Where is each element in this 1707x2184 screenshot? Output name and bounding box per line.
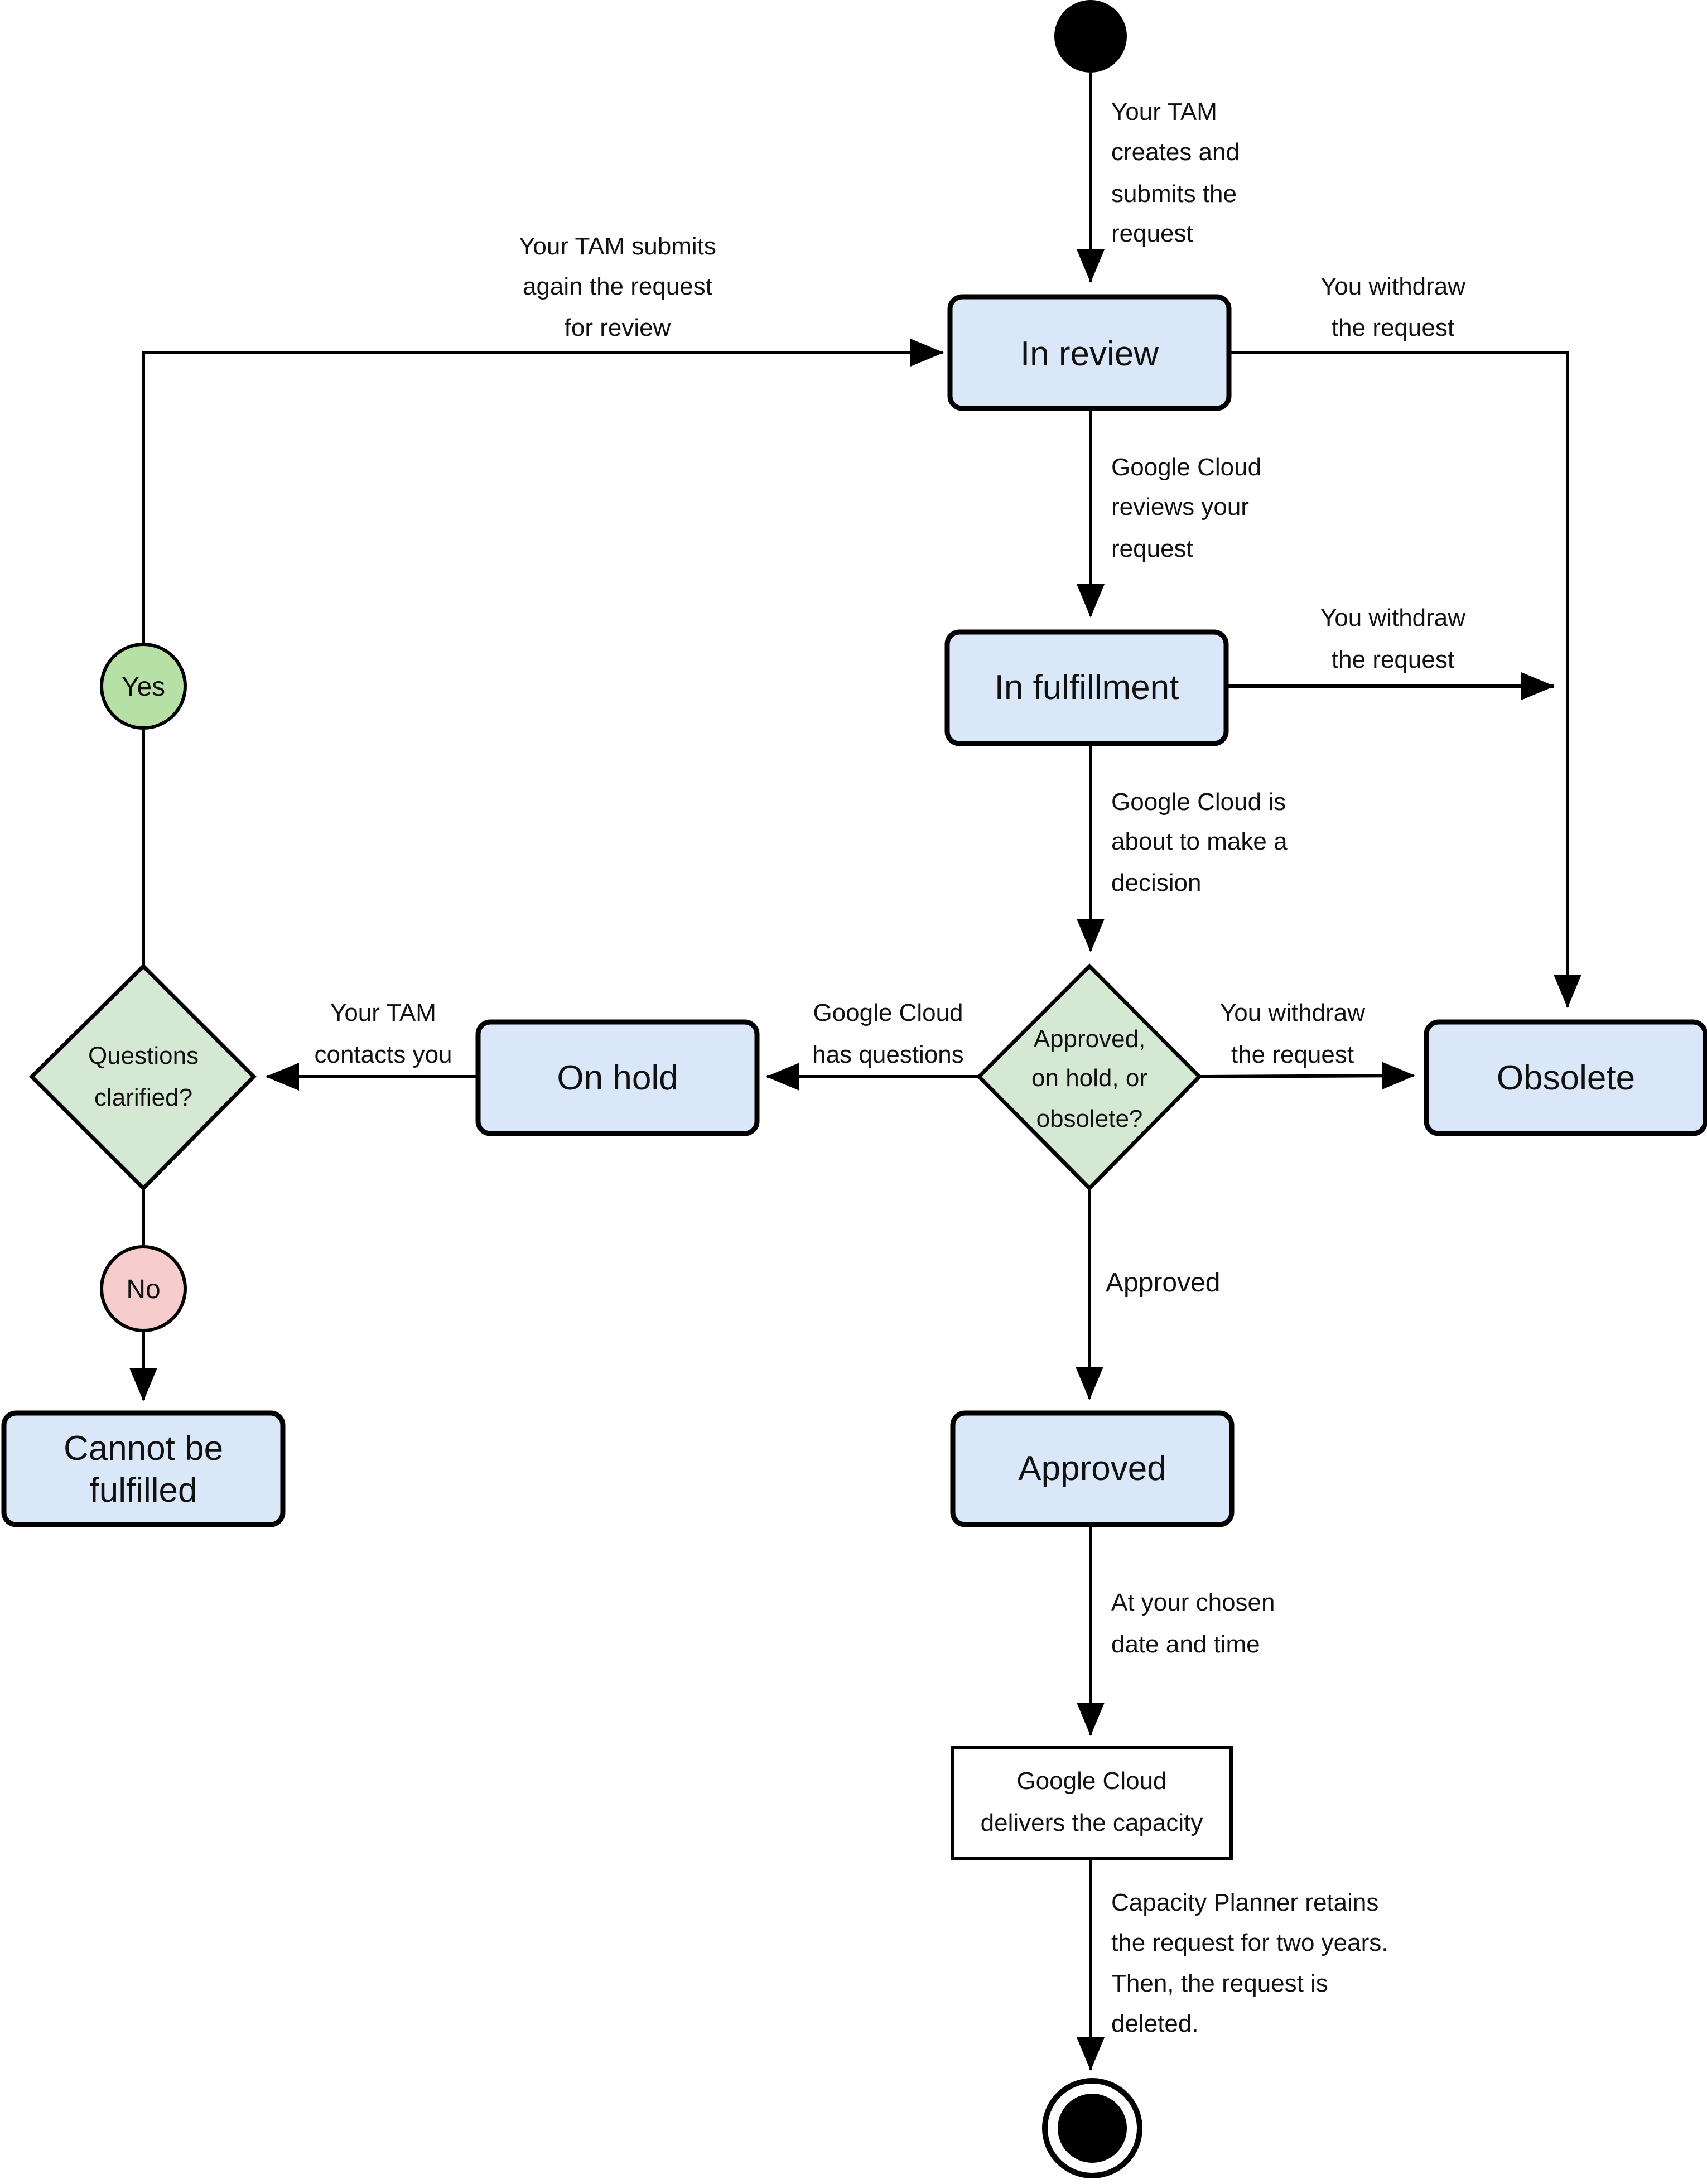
badge-yes-label: Yes [122,672,165,702]
state-cannot-be-fulfilled-line-1: Cannot be [64,1429,223,1468]
label-gc-reviews-line-1: Google Cloud [1111,454,1261,481]
badge-yes: Yes [100,643,187,730]
state-cannot-be-fulfilled-line-2: fulfilled [90,1471,197,1510]
state-cannot-be-fulfilled: Cannot be fulfilled [1,1410,286,1527]
decision-questions-line-1: Questions [88,1042,199,1069]
label-withdraw-review-line-1: You withdraw [1320,273,1465,300]
label-tam-contacts-line-1: Your TAM [330,999,436,1026]
label-chosen-date-line-1: At your chosen [1111,1589,1275,1616]
decision-approval-line-2: on hold, or [1031,1064,1147,1092]
start-node [1054,0,1127,73]
label-withdraw-fulfillment-line-2: the request [1332,646,1454,673]
decision-approval: Approved, on hold, or obsolete? [976,963,1202,1191]
state-in-fulfillment-label: In fulfillment [995,668,1179,707]
label-retention-line-2: the request for two years. [1111,1929,1388,1956]
badge-no-label: No [126,1275,160,1304]
label-gc-decision-line-1: Google Cloud is [1111,788,1286,816]
label-withdraw-fulfillment: You withdraw the request [1320,604,1465,673]
label-gc-reviews: Google Cloud reviews your request [1111,454,1261,562]
state-approved-label: Approved [1018,1449,1166,1488]
label-chosen-date-line-2: date and time [1111,1631,1260,1658]
action-line-1: Google Cloud [1016,1767,1166,1795]
label-withdraw-decision: You withdraw the request [1220,999,1365,1068]
state-on-hold-label: On hold [557,1059,678,1097]
label-tam-resubmits: Your TAM submits again the request for r… [519,233,716,341]
label-tam-contacts: Your TAM contacts you [314,999,452,1068]
state-in-review: In review [947,294,1232,411]
label-tam-creates-line-3: submits the [1111,180,1237,208]
label-tam-creates: Your TAM creates and submits the request [1111,98,1240,247]
state-in-review-label: In review [1020,335,1159,373]
label-gc-questions-line-1: Google Cloud [813,999,963,1026]
label-gc-questions-line-2: has questions [812,1041,964,1068]
label-retention-line-4: deleted. [1111,2010,1199,2037]
label-gc-reviews-line-3: request [1111,535,1193,562]
end-node [1042,2078,1142,2178]
action-line-2: delivers the capacity [981,1809,1203,1836]
label-retention: Capacity Planner retains the request for… [1111,1889,1388,2037]
label-gc-questions: Google Cloud has questions [812,999,964,1068]
label-withdraw-decision-line-1: You withdraw [1220,999,1365,1026]
state-obsolete-label: Obsolete [1497,1059,1635,1097]
label-tam-resubmits-line-2: again the request [523,273,712,300]
label-retention-line-3: Then, the request is [1111,1970,1328,1997]
label-tam-creates-line-4: request [1111,220,1193,247]
state-approved: Approved [950,1410,1235,1527]
decision-questions-clarified: Questions clarified? [29,963,257,1191]
label-tam-creates-line-2: creates and [1111,138,1240,166]
edge-in-review-to-obsolete [1228,351,1581,1008]
state-in-fulfillment: In fulfillment [944,629,1229,746]
label-retention-line-1: Capacity Planner retains [1111,1889,1378,1916]
label-tam-resubmits-line-1: Your TAM submits [519,233,716,260]
label-withdraw-fulfillment-line-1: You withdraw [1320,604,1465,631]
label-gc-decision-line-3: decision [1111,869,1201,896]
label-withdraw-review: You withdraw the request [1320,273,1465,341]
label-approved: Approved [1106,1268,1220,1298]
label-tam-creates-line-1: Your TAM [1111,98,1217,126]
label-gc-decision: Google Cloud is about to make a decision [1111,788,1288,896]
edge-decision-to-obsolete [1199,1062,1415,1090]
badge-no: No [100,1245,187,1332]
label-withdraw-decision-line-2: the request [1231,1041,1354,1068]
label-tam-contacts-line-2: contacts you [314,1041,452,1068]
decision-questions-line-2: clarified? [94,1084,192,1111]
action-delivers-capacity: Google Cloud delivers the capacity [951,1746,1233,1860]
label-gc-decision-line-2: about to make a [1111,828,1288,855]
label-tam-resubmits-line-3: for review [565,314,671,341]
label-withdraw-review-line-2: the request [1332,314,1454,341]
label-gc-reviews-line-2: reviews your [1111,493,1249,520]
edge-yes-to-in-review [142,339,944,644]
decision-approval-line-3: obsolete? [1036,1105,1143,1132]
decision-approval-line-1: Approved, [1034,1025,1146,1053]
label-chosen-date: At your chosen date and time [1111,1589,1275,1658]
state-on-hold: On hold [475,1019,760,1136]
state-obsolete: Obsolete [1424,1019,1707,1136]
